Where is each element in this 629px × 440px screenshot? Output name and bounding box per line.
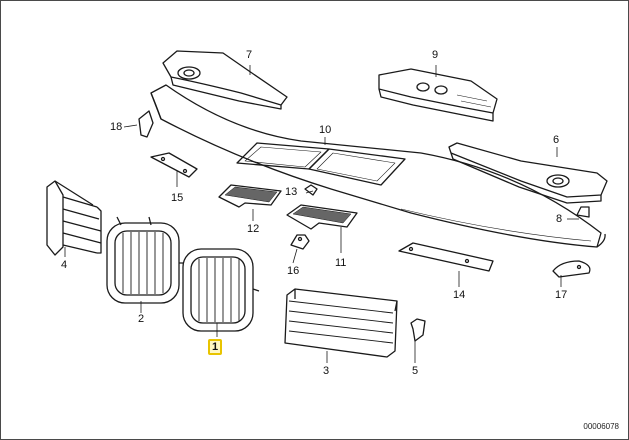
callout-10[interactable]: 10 (319, 124, 332, 136)
part-14-bracket[interactable] (398, 242, 494, 272)
callout-9[interactable]: 9 (432, 49, 439, 61)
part-13-clip[interactable] (304, 184, 318, 196)
part-11-filter-grille[interactable] (286, 204, 358, 230)
callout-3[interactable]: 3 (323, 365, 330, 377)
part-8-clip[interactable] (576, 206, 590, 218)
callout-2[interactable]: 2 (138, 313, 145, 325)
callout-4[interactable]: 4 (61, 259, 68, 271)
callout-13[interactable]: 13 (285, 186, 298, 198)
part-9-bracket[interactable] (378, 68, 498, 122)
part-2-left-kidney-grille[interactable] (106, 216, 183, 304)
callout-15[interactable]: 15 (171, 192, 184, 204)
callout-6[interactable]: 6 (553, 134, 560, 146)
callout-17[interactable]: 17 (555, 289, 568, 301)
part-4-side-grille[interactable] (46, 180, 102, 256)
part-1-right-kidney-grille[interactable] (182, 248, 260, 332)
part-5-clip[interactable] (410, 318, 426, 342)
part-3-lower-grille[interactable] (284, 288, 398, 358)
part-12-filter-grille[interactable] (218, 184, 282, 208)
callout-14[interactable]: 14 (453, 289, 466, 301)
part-17-bracket[interactable] (552, 260, 591, 278)
part-10-trim-panel[interactable] (150, 84, 606, 248)
leader-lines (64, 65, 579, 363)
callout-1-highlighted[interactable]: 1 (208, 339, 223, 355)
callout-18[interactable]: 18 (110, 121, 123, 133)
part-16-clip[interactable] (290, 234, 310, 250)
callout-16[interactable]: 16 (287, 265, 300, 277)
callout-12[interactable]: 12 (247, 223, 260, 235)
callout-11[interactable]: 11 (335, 257, 347, 269)
callout-5[interactable]: 5 (412, 365, 419, 377)
callout-8[interactable]: 8 (556, 213, 563, 225)
part-7-upper-cover[interactable] (162, 50, 288, 110)
callout-7[interactable]: 7 (246, 49, 253, 61)
part-18-clip[interactable] (138, 110, 154, 138)
part-15-bracket[interactable] (150, 152, 198, 178)
part-6-side-cover[interactable] (448, 142, 608, 204)
diagram-number: 00006078 (583, 422, 619, 431)
